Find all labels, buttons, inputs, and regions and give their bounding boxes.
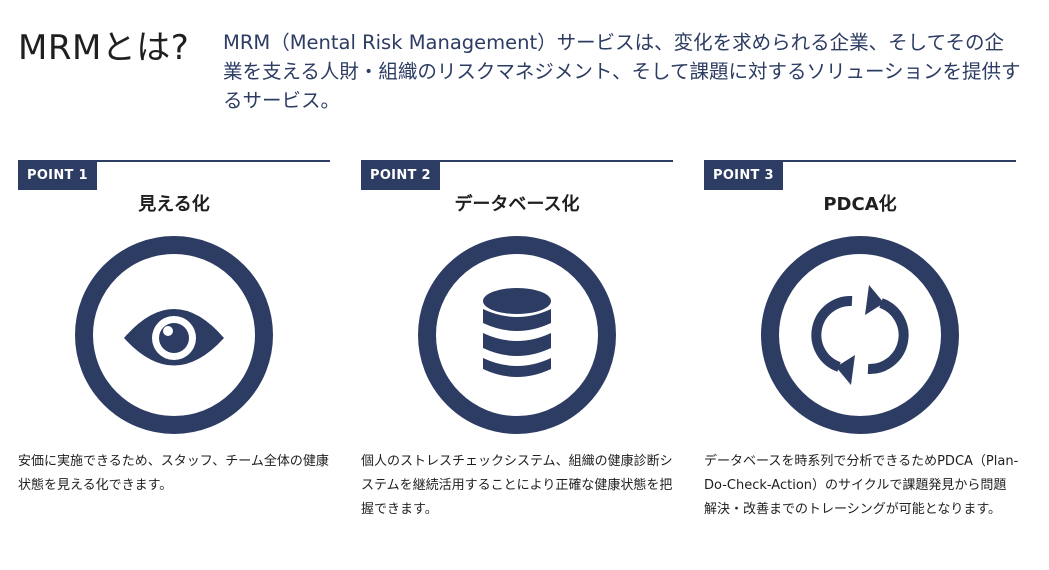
point-description: 安価に実施できるため、スタッフ、チーム全体の健康状態を見える化できます。 [18, 454, 329, 493]
intro-description: MRM（Mental Risk Management）サービスは、変化を求められ… [223, 31, 1021, 112]
refresh-cycle-icon [761, 236, 959, 434]
eye-icon [75, 236, 273, 434]
point-divider [18, 160, 330, 162]
point-badge: POINT 2 [361, 162, 440, 190]
database-icon [418, 236, 616, 434]
point-title: 見える化 [138, 194, 210, 215]
point-title: PDCA化 [823, 194, 897, 215]
point-description: 個人のストレスチェックシステム、組織の健康診断システムを継続活用することにより正… [361, 454, 673, 517]
point-badge: POINT 1 [18, 162, 97, 190]
point-title: データベース化 [454, 194, 580, 215]
point-badge: POINT 3 [704, 162, 783, 190]
point-divider [361, 160, 673, 162]
point-description: データベースを時系列で分析できるためPDCA（Plan-Do-Check-Act… [704, 454, 1019, 517]
page-title: MRMとは? [18, 28, 190, 68]
point-divider [704, 160, 1016, 162]
